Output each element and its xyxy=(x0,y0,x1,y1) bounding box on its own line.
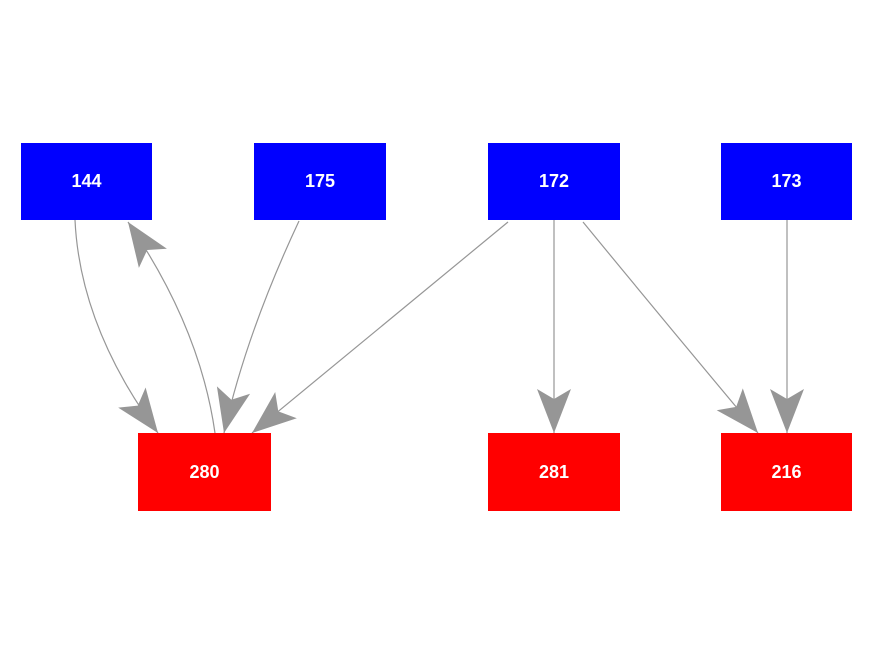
graph-node-216: 216 xyxy=(721,433,852,511)
edge-172-280 xyxy=(251,221,509,434)
arrowhead-172-280 xyxy=(252,392,297,433)
arrowhead-172-281 xyxy=(537,389,571,433)
node-label: 216 xyxy=(771,461,802,482)
node-label: 144 xyxy=(71,171,102,191)
node-label: 172 xyxy=(538,171,570,191)
arrowhead-144-280 xyxy=(118,387,158,433)
node-label: 175 xyxy=(304,171,336,191)
node-label: 281 xyxy=(538,461,570,482)
node-label: 173 xyxy=(771,171,802,191)
arrowhead-172-216 xyxy=(716,388,758,433)
arrowhead-175-280 xyxy=(216,386,251,433)
graph-node-144: 144 xyxy=(21,143,152,220)
edge-172-216 xyxy=(582,221,759,434)
graph-node-173: 173 xyxy=(721,143,852,220)
graph-node-172: 172 xyxy=(488,143,620,220)
node-label: 280 xyxy=(189,461,220,482)
arrowhead-280-144 xyxy=(128,222,167,268)
graph-node-280: 280 xyxy=(138,433,271,511)
arrowhead-173-216 xyxy=(770,389,804,433)
graph-node-281: 281 xyxy=(488,433,620,511)
graph-node-175: 175 xyxy=(254,143,386,220)
